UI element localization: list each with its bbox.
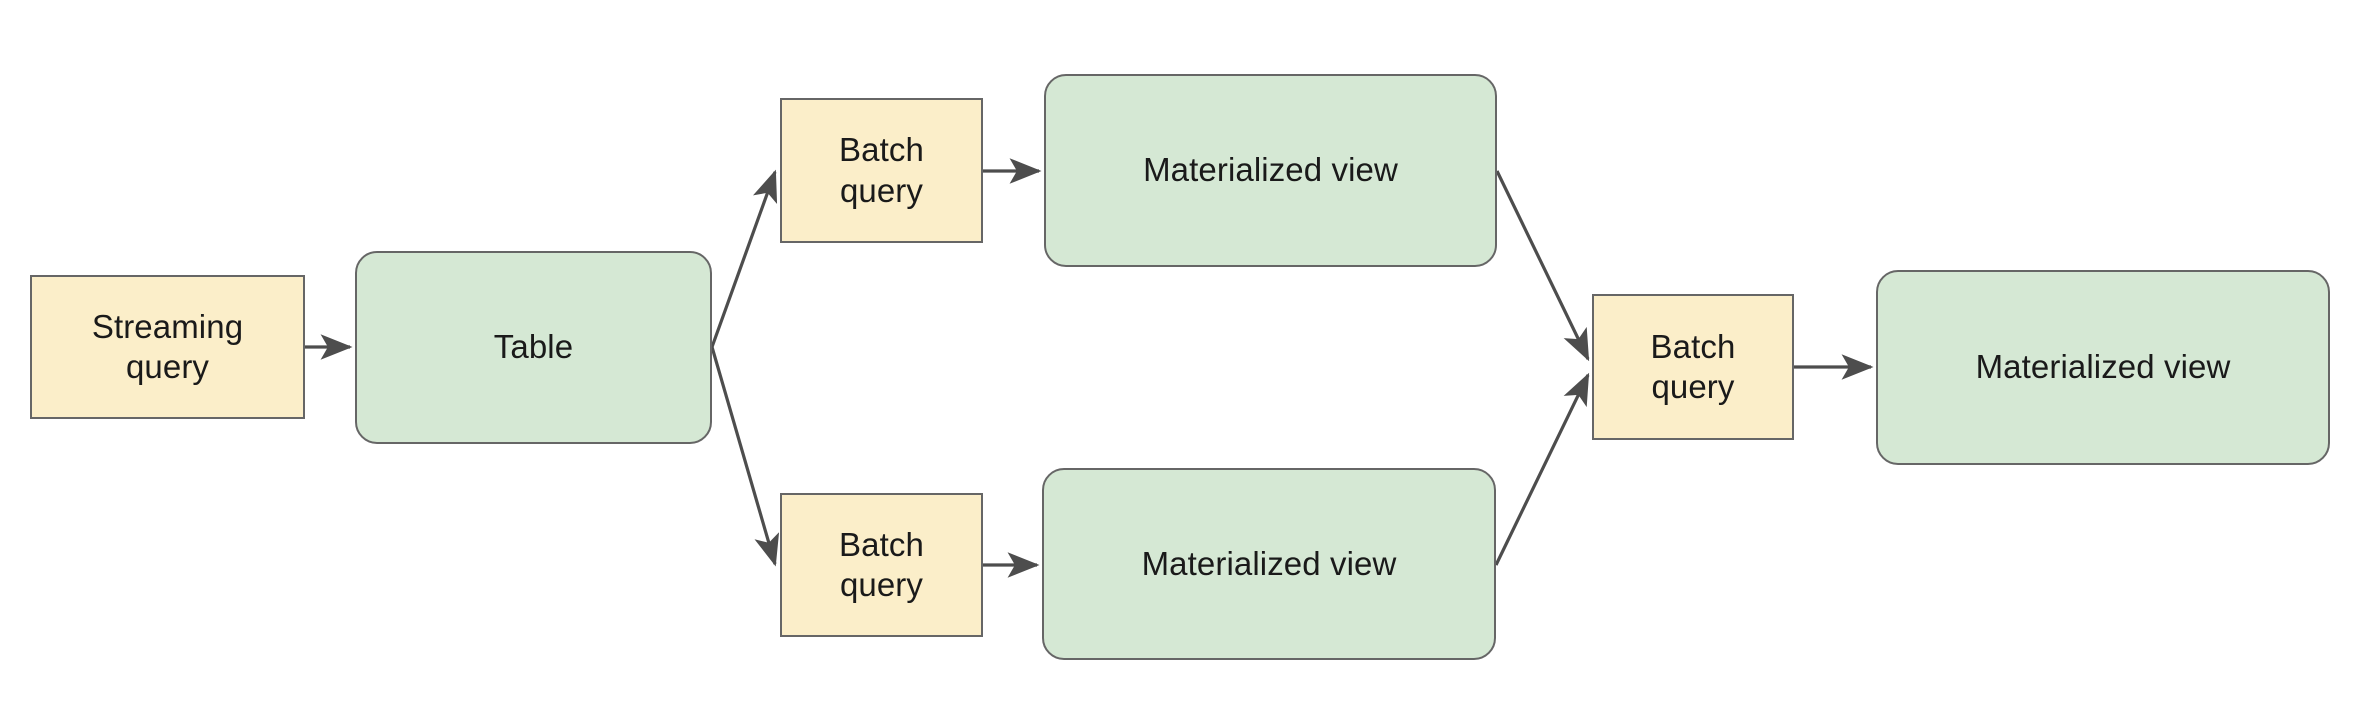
edge-materialized-view-top-to-batch-query-center	[1495, 170, 1590, 362]
node-streaming-query[interactable]: Streaming query	[30, 275, 305, 419]
node-materialized-view-bottom[interactable]: Materialized view	[1042, 468, 1496, 660]
node-materialized-view-top[interactable]: Materialized view	[1044, 74, 1497, 267]
node-batch-query-top-label: Batch query	[839, 131, 924, 209]
node-materialized-view-bottom-label: Materialized view	[1141, 544, 1397, 582]
node-batch-query-top[interactable]: Batch query	[780, 98, 983, 243]
node-batch-query-bottom-label: Batch query	[839, 525, 924, 603]
edge-materialized-view-bottom-to-batch-query-center	[1494, 372, 1590, 566]
node-batch-query-bottom[interactable]: Batch query	[780, 493, 983, 637]
node-table[interactable]: Table	[355, 251, 712, 444]
edge-table-to-batch-query-top	[710, 169, 778, 348]
node-materialized-view-right[interactable]: Materialized view	[1876, 270, 2330, 465]
node-batch-query-center-label: Batch query	[1650, 327, 1736, 405]
node-table-label: Table	[493, 328, 574, 366]
node-materialized-view-right-label: Materialized view	[1975, 348, 2231, 386]
node-batch-query-center[interactable]: Batch query	[1592, 294, 1794, 440]
node-materialized-view-top-label: Materialized view	[1143, 151, 1398, 189]
node-streaming-query-label: Streaming query	[91, 307, 244, 385]
edge-table-to-batch-query-bottom	[710, 346, 780, 567]
